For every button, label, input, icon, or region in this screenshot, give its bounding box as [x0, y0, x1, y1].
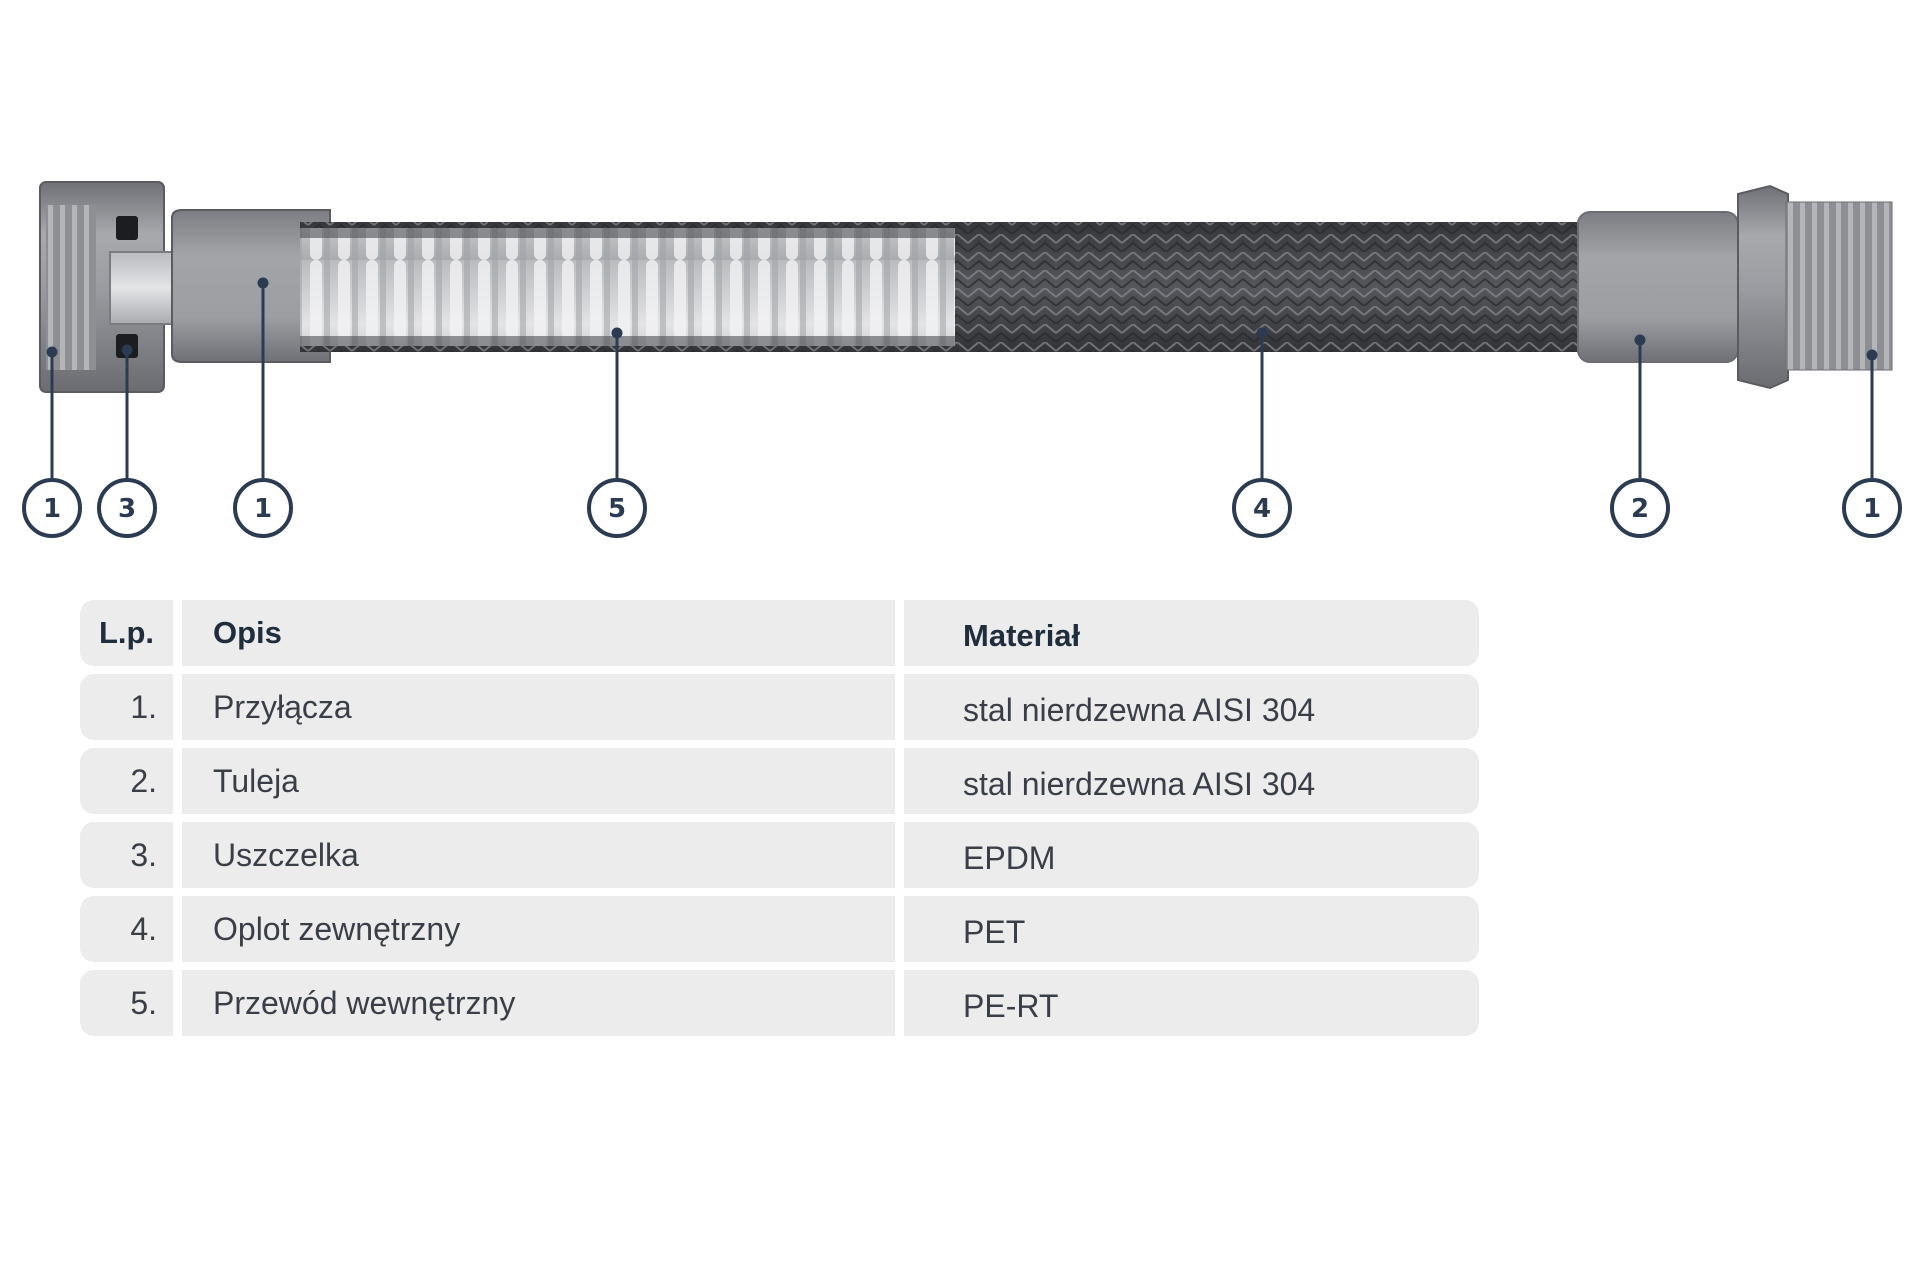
table-row: 3. Uszczelka EPDM	[80, 822, 1480, 888]
row-material: PET	[904, 896, 1479, 962]
table-row: 1. Przyłącza stal nierdzewna AISI 304	[80, 674, 1480, 740]
table-header-row: L.p. Opis Materiał	[80, 600, 1480, 666]
callout-label: 4	[1253, 494, 1271, 524]
callout: 1	[22, 478, 82, 538]
callout: 4	[1232, 478, 1292, 538]
header-material: Materiał	[904, 600, 1479, 666]
callout-label: 5	[608, 494, 626, 524]
row-desc: Uszczelka	[182, 822, 895, 888]
callout-label: 3	[118, 494, 136, 524]
crimp-collar-left	[171, 209, 331, 363]
callout: 1	[233, 478, 293, 538]
row-desc: Tuleja	[182, 748, 895, 814]
leader-lines	[46, 277, 1878, 480]
row-num: 3.	[80, 822, 173, 888]
callout: 5	[587, 478, 647, 538]
row-num: 2.	[80, 748, 173, 814]
callout: 1	[1842, 478, 1902, 538]
sleeve	[1577, 211, 1739, 363]
row-num: 1.	[80, 674, 173, 740]
row-desc: Przyłącza	[182, 674, 895, 740]
table-row: 2. Tuleja stal nierdzewna AISI 304	[80, 748, 1480, 814]
row-num: 4.	[80, 896, 173, 962]
row-desc: Przewód wewnętrzny	[182, 970, 895, 1036]
callout: 2	[1610, 478, 1670, 538]
table-row: 4. Oplot zewnętrzny PET	[80, 896, 1480, 962]
row-material: EPDM	[904, 822, 1479, 888]
callout-label: 2	[1631, 494, 1649, 524]
hose-cross-section-diagram: 1 3 1 5 4 2 1	[22, 181, 1902, 538]
parts-table: L.p. Opis Materiał 1. Przyłącza stal nie…	[80, 600, 1480, 1044]
right-fitting	[1737, 184, 1893, 390]
row-material: PE-RT	[904, 970, 1479, 1036]
table-row: 5. Przewód wewnętrzny PE-RT	[80, 970, 1480, 1036]
callout: 3	[97, 478, 157, 538]
row-desc: Oplot zewnętrzny	[182, 896, 895, 962]
header-num: L.p.	[80, 600, 173, 666]
row-material: stal nierdzewna AISI 304	[904, 674, 1479, 740]
callout-label: 1	[43, 494, 61, 524]
callout-label: 1	[1863, 494, 1881, 524]
callout-label: 1	[254, 494, 272, 524]
header-desc: Opis	[182, 600, 895, 666]
row-material: stal nierdzewna AISI 304	[904, 748, 1479, 814]
row-num: 5.	[80, 970, 173, 1036]
inner-hose	[300, 228, 955, 346]
